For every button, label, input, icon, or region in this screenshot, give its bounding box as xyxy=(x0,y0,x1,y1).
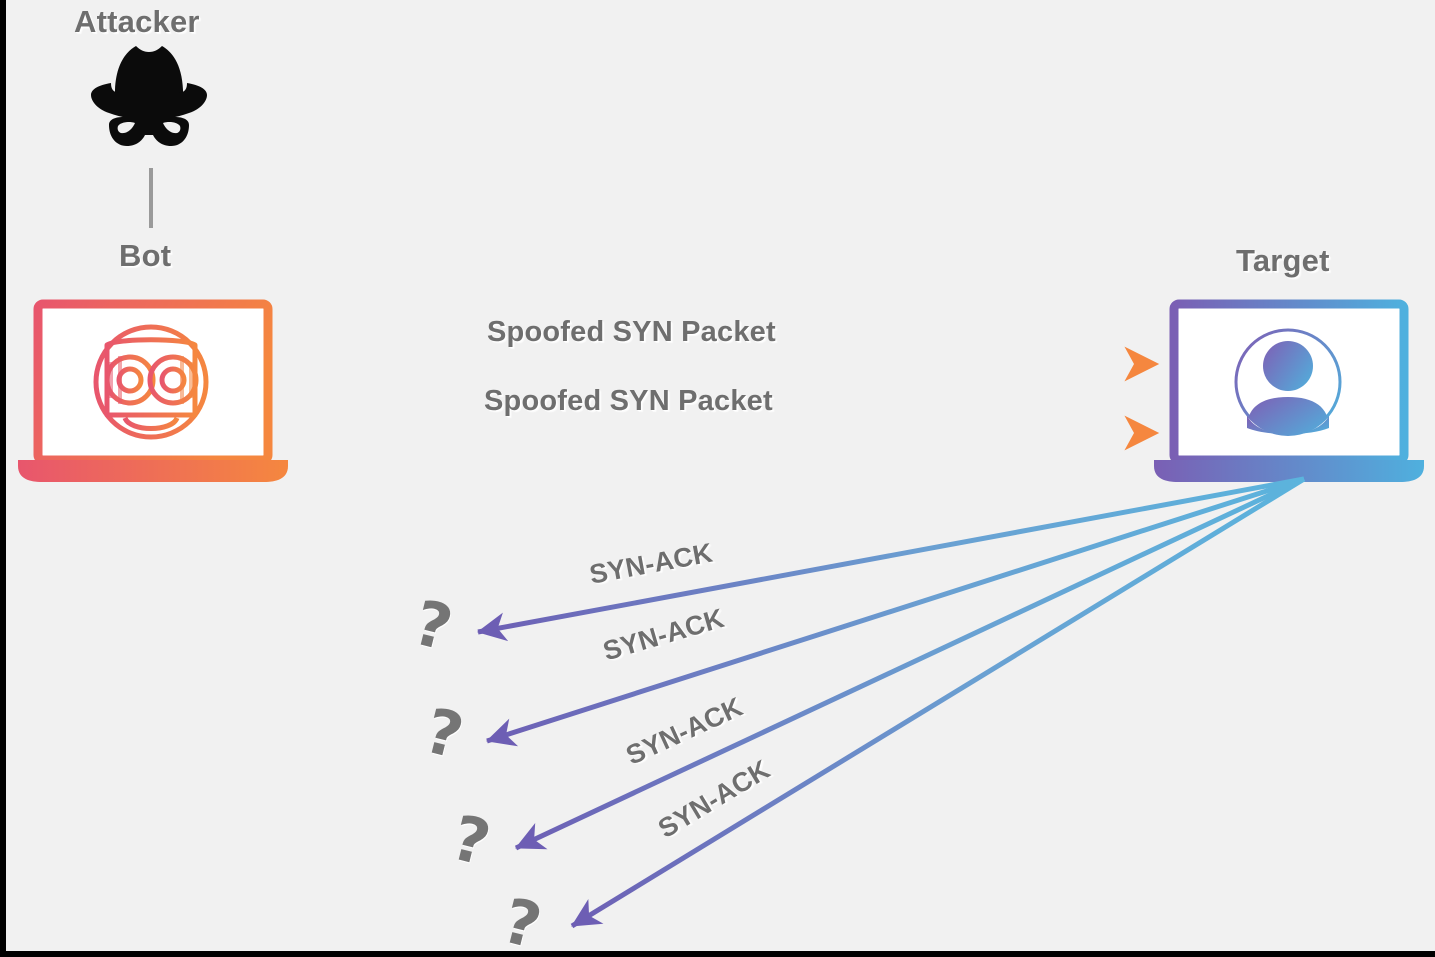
syn-ack-arrow-4 xyxy=(570,476,1306,929)
user-laptop-icon xyxy=(1154,299,1424,482)
syn-ack-arrow-2 xyxy=(486,476,1305,747)
hat-mask-icon xyxy=(91,46,207,146)
robot-laptop-icon xyxy=(18,299,288,482)
spoofed-syn-label-2: Spoofed SYN Packet xyxy=(484,385,773,417)
syn-ack-arrow-3 xyxy=(514,476,1306,851)
syn-ack-arrow-1 xyxy=(477,476,1305,642)
spoofed-syn-label-1: Spoofed SYN Packet xyxy=(487,316,776,348)
diagram-graphics xyxy=(18,46,1424,929)
target-label: Target xyxy=(1236,243,1330,278)
bot-label: Bot xyxy=(119,238,172,273)
attacker-label: Attacker xyxy=(74,4,200,39)
